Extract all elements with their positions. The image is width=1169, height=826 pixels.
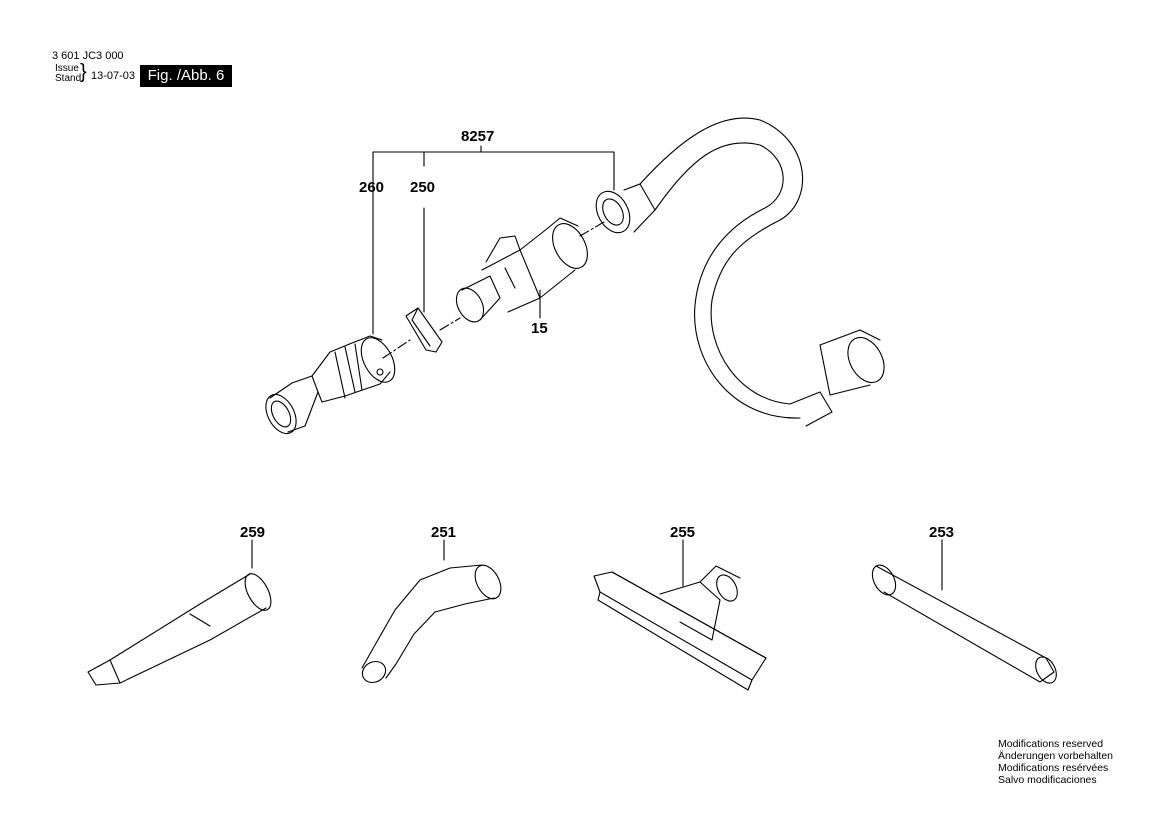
floor-nozzle-255 [593,565,767,691]
part-label-15: 15 [531,320,548,337]
adapter-260 [265,335,396,435]
figure-label: Fig. /Abb. 6 [140,65,232,87]
document-number: 3 601 JC3 000 [52,50,124,62]
modifications-line: Salvo modificaciones [998,774,1097,786]
part-label-251: 251 [431,524,456,541]
part-label-255: 255 [670,524,695,541]
coupling-15 [455,217,588,323]
stand-label: Stand [55,73,82,84]
modifications-line: Modifications resérvées [998,762,1109,774]
clip-250 [405,307,443,353]
curved-handle-251 [361,564,502,684]
part-label-260: 260 [359,179,384,196]
extension-tube-253 [871,564,1057,684]
issue-stand-label: Issue Stand [55,64,81,84]
issue-label: Issue [55,63,79,74]
modifications-notice: Modifications reserved Änderungen vorbeh… [998,738,1113,786]
part-label-8257: 8257 [461,128,494,145]
issue-date: 13-07-03 [91,70,136,82]
hose [595,117,885,427]
assembly-axis [382,221,605,359]
leader-lines [251,539,943,591]
brace-symbol: } [80,61,87,83]
part-label-259: 259 [240,524,265,541]
modifications-line: Modifications reserved [998,738,1104,750]
assembly-bracket [372,145,615,335]
modifications-line: Änderungen vorbehalten [998,750,1114,762]
part-label-250: 250 [410,179,435,196]
part-label-253: 253 [929,524,954,541]
crevice-nozzle-259 [87,573,272,686]
